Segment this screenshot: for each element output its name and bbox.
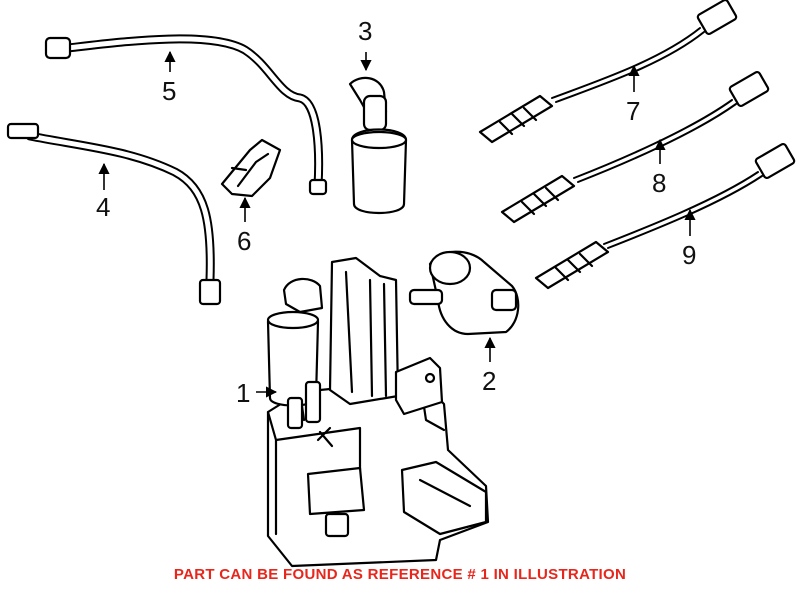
canister-part xyxy=(266,256,490,568)
callout-9: 9 xyxy=(682,240,696,270)
callout-3: 3 xyxy=(358,16,372,46)
bracket-part xyxy=(220,138,282,198)
purge-valve-part xyxy=(408,250,520,336)
callout-2: 2 xyxy=(482,366,496,396)
sensor-part-7 xyxy=(478,0,738,144)
callout-6: 6 xyxy=(237,226,251,256)
callout-5: 5 xyxy=(162,76,176,106)
sensor-part-8 xyxy=(500,70,770,224)
callout-1: 1 xyxy=(236,378,250,408)
callout-7: 7 xyxy=(626,96,640,126)
callout-4: 4 xyxy=(96,192,110,222)
purge-line-part xyxy=(6,122,222,306)
vent-hose-part xyxy=(44,34,328,196)
reference-note: PART CAN BE FOUND AS REFERENCE # 1 IN IL… xyxy=(173,566,627,583)
sensor-part-9 xyxy=(534,142,796,290)
callout-8: 8 xyxy=(652,168,666,198)
filter-part xyxy=(348,76,408,214)
callout-leaders xyxy=(98,50,696,398)
